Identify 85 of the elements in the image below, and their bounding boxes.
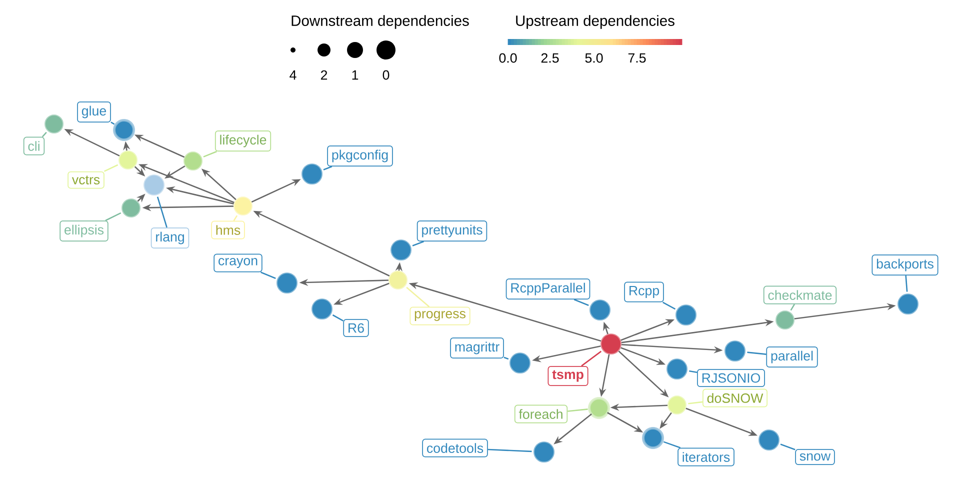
package-label: R6 [343, 318, 369, 338]
legend-title: Downstream dependencies [292, 15, 469, 29]
package-circle [301, 163, 323, 185]
package-circle [600, 333, 622, 355]
leader-line [688, 401, 703, 404]
leader-line [905, 275, 908, 292]
leader-line [747, 352, 766, 355]
leader-line [574, 298, 589, 306]
package-label: parallel [766, 346, 818, 368]
leader-line [233, 215, 238, 222]
leader-line [412, 240, 424, 246]
package-circle [509, 352, 531, 374]
package-label: codetools [422, 438, 488, 458]
package-label: hms [211, 220, 245, 240]
package-label: tsmp [548, 366, 588, 386]
package-label: ellipsis [60, 220, 108, 242]
package-label: prettyunits [416, 220, 488, 242]
package-circle [897, 293, 919, 315]
leader-line [568, 408, 588, 412]
package-label: Rcpp [624, 282, 664, 302]
tick-label: 2.5 [541, 53, 559, 63]
package-label: rlang [150, 227, 190, 249]
leader-line [406, 286, 430, 308]
package-circle [183, 151, 203, 171]
package-circle [233, 196, 253, 216]
package-circle [589, 299, 611, 321]
leader-line [260, 272, 276, 279]
package-label: snow [795, 449, 835, 465]
leader-line [488, 448, 532, 452]
package-circle [276, 272, 298, 294]
package-label: foreach [514, 404, 568, 424]
leader-line [662, 302, 676, 310]
leader-line [689, 370, 698, 373]
leader-line [663, 441, 681, 448]
package-label: crayon [214, 254, 262, 272]
legend-label: 0 [382, 70, 390, 80]
package-circle [121, 198, 141, 218]
legend-label: 1 [352, 70, 358, 80]
legend-label: 4 [290, 70, 296, 80]
package-circle [118, 150, 138, 170]
package-circle [44, 114, 64, 134]
package-circle [675, 304, 697, 326]
leader-line [42, 132, 47, 138]
leader-line [581, 350, 602, 366]
package-label: glue [77, 101, 111, 123]
package-circle [143, 174, 165, 196]
leader-line [790, 304, 796, 311]
package-label: magrittr [450, 337, 504, 359]
tick-label: 7.5 [628, 53, 646, 63]
package-circle [666, 358, 688, 380]
package-circle [724, 340, 746, 362]
leader-line [332, 314, 344, 322]
leader-line [323, 166, 332, 170]
package-circle [667, 395, 687, 415]
package-circle [113, 119, 135, 141]
package-circle [775, 310, 795, 330]
package-label: RcppParallel [506, 278, 590, 300]
package-circle [311, 298, 333, 320]
leader-line [780, 444, 796, 450]
tick-label: 5.0 [585, 53, 603, 63]
leader-line [156, 196, 168, 228]
package-label: progress [410, 306, 470, 326]
legend-title: Upstream dependencies [516, 15, 674, 29]
package-label: RJSONIO [697, 368, 765, 388]
leader-line [504, 356, 509, 360]
leader-line [104, 164, 118, 172]
package-label: iterators [678, 448, 734, 466]
package-label: cli [23, 136, 45, 156]
package-label: backports [872, 254, 938, 276]
leader-line [105, 212, 122, 222]
leader-line [110, 122, 115, 125]
package-label: vctrs [68, 171, 104, 189]
package-circle [533, 441, 555, 463]
package-circle [642, 427, 664, 449]
package-circle [758, 429, 780, 451]
package-label: doSNOW [702, 388, 768, 408]
package-circle [388, 270, 408, 290]
package-circle [588, 397, 610, 419]
leader-line [203, 150, 217, 158]
package-circle [390, 239, 412, 261]
tick-label: 0.0 [499, 53, 517, 63]
package-label: lifecycle [214, 130, 272, 152]
legend-label: 2 [320, 70, 328, 80]
package-label: pkgconfig [327, 145, 393, 167]
package-label: checkmate [763, 286, 837, 304]
